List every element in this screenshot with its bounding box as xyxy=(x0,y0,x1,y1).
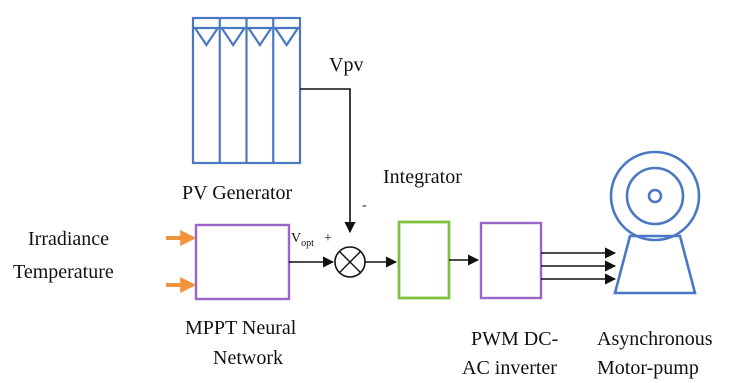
inverter-label-line2: AC inverter xyxy=(462,357,557,379)
inverter-block xyxy=(479,221,543,300)
vpv-wire xyxy=(300,88,356,234)
mppt-label-line2: Network xyxy=(213,347,283,369)
mppt-label-line1: MPPT Neural xyxy=(185,317,297,339)
irradiance-label: Irradiance xyxy=(28,228,109,250)
inputs: Irradiance Temperature xyxy=(13,228,197,293)
mppt-block xyxy=(194,223,291,301)
integrator-label: Integrator xyxy=(383,166,462,188)
pv-panel-icon xyxy=(191,16,302,165)
pwm-inverter: PWM DC- AC inverter xyxy=(462,221,558,379)
integrator: Integrator xyxy=(383,166,462,300)
mppt-neural-network: MPPT Neural Network Vopt xyxy=(185,223,314,369)
plus-sign: + xyxy=(324,231,332,246)
motor-pump: Asynchronous Motor-pump xyxy=(597,150,713,379)
three-phase-wires xyxy=(541,247,617,285)
summing-junction: + - xyxy=(324,198,367,278)
inverter-label-line1: PWM DC- xyxy=(471,328,558,350)
motor-label-line1: Asynchronous xyxy=(597,328,713,350)
motor-icon xyxy=(609,150,701,295)
summing-junction-cross-b xyxy=(338,250,362,274)
pv-generator-label: PV Generator xyxy=(182,182,292,204)
integrator-block xyxy=(397,220,451,300)
vpv-label: Vpv xyxy=(329,54,363,76)
motor-label-line2: Motor-pump xyxy=(597,357,699,379)
pv-generator: PV Generator Vpv xyxy=(182,16,363,204)
vopt-label: Vopt xyxy=(291,231,314,249)
temperature-label: Temperature xyxy=(13,261,114,283)
minus-sign: - xyxy=(362,198,367,213)
